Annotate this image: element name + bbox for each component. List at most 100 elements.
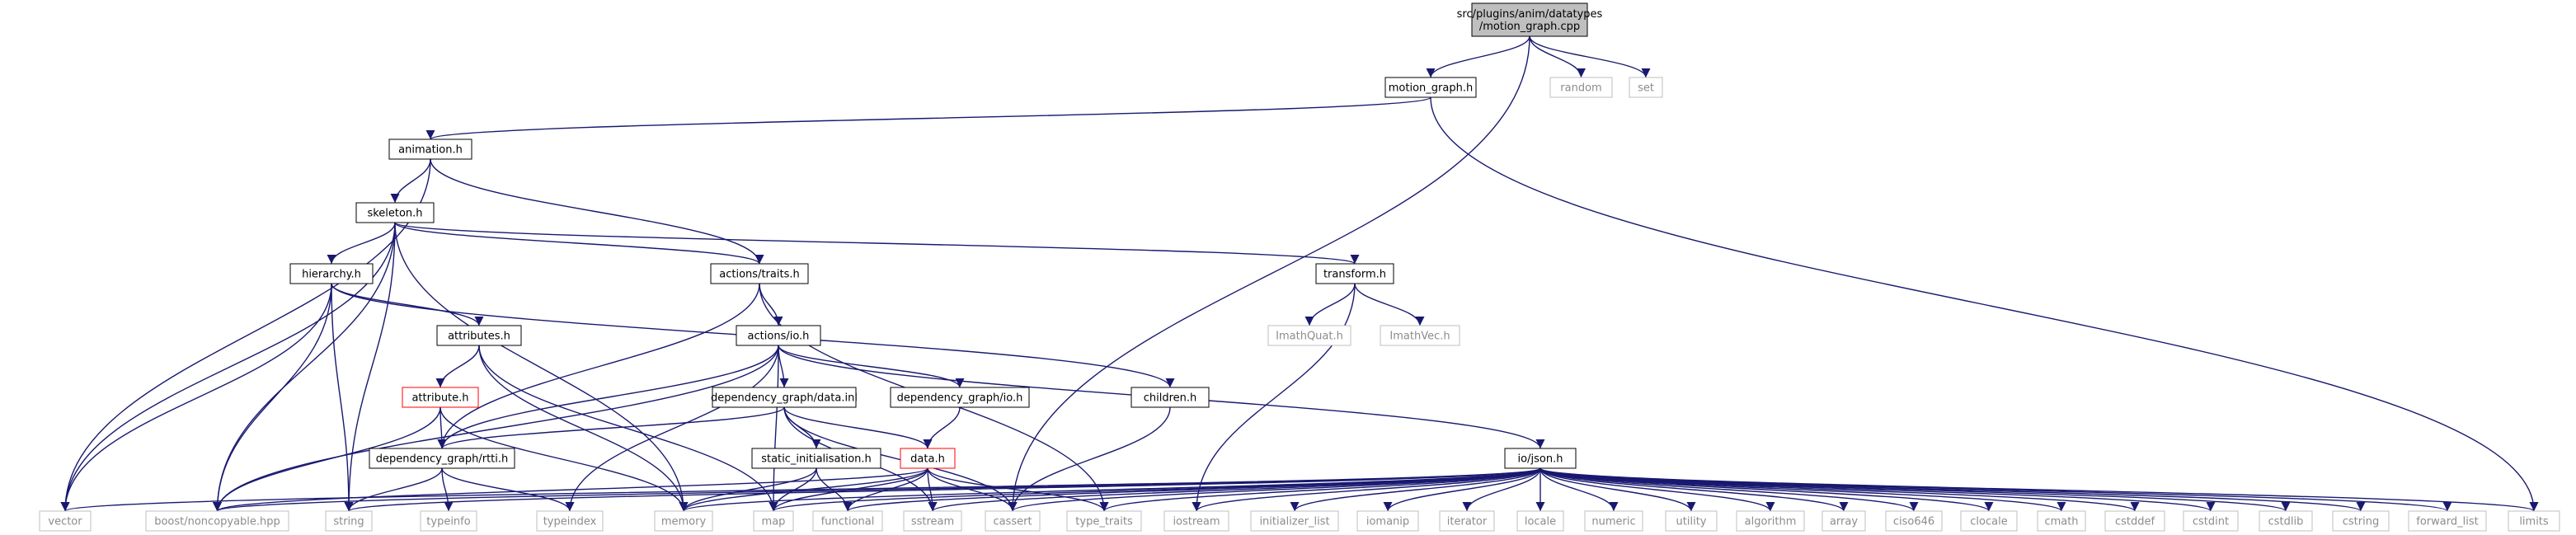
node-hierarchy_h[interactable]: hierarchy.h (289, 263, 374, 284)
node-dg_io_h[interactable]: dependency_graph/io.h (890, 387, 1030, 408)
node-label: cmath (2044, 516, 2078, 528)
node-box (436, 325, 522, 346)
node-box (654, 510, 713, 532)
node-imathquat_h: ImathQuat.h (1267, 325, 1351, 346)
node-label: typeindex (543, 516, 597, 528)
node-label: memory (661, 516, 707, 528)
node-box (2104, 510, 2165, 532)
node-actions_traits_h[interactable]: actions/traits.h (710, 263, 809, 284)
node-label: sstream (911, 516, 954, 528)
edge-io_json_h-to-type_traits (1099, 467, 1541, 512)
node-array: array (1822, 510, 1866, 532)
node-skeleton_h[interactable]: skeleton.h (355, 202, 435, 223)
edge-transform_h-to-iostream (1192, 283, 1356, 512)
node-iterator: iterator (1439, 510, 1495, 532)
node-box (2332, 510, 2390, 532)
node-box (1885, 510, 1943, 532)
node-label: iomanip (1366, 516, 1409, 528)
node-map: map (753, 510, 794, 532)
edge-skeleton_h-to-actions_traits_h (394, 222, 764, 265)
node-label: static_initialisation.h (761, 453, 872, 466)
node-box (1584, 510, 1643, 532)
node-box (900, 448, 956, 469)
edge-actions_io_h-to-dg_io_h (778, 345, 965, 388)
node-label: locale (1525, 516, 1556, 528)
edge-root-to-motion_graph_h (1426, 35, 1530, 78)
node-box (903, 510, 962, 532)
node-forward_list: forward_list (2408, 510, 2487, 532)
node-label: motion_graph.h (1389, 82, 1473, 95)
node-transform_h[interactable]: transform.h (1315, 263, 1394, 284)
node-label: algorithm (1745, 516, 1797, 528)
node-children_h[interactable]: children.h (1131, 387, 1210, 408)
node-box (2259, 510, 2313, 532)
node-label: hierarchy.h (302, 269, 361, 281)
node-label: data.h (910, 453, 945, 466)
node-actions_io_h[interactable]: actions/io.h (736, 325, 821, 346)
node-attributes_h[interactable]: attributes.h (436, 325, 522, 346)
edge-io_json_h-to-numeric (1539, 467, 1619, 512)
node-box (985, 510, 1041, 532)
edge-io_json_h-to-iomanip (1383, 467, 1541, 512)
edge-hierarchy_h-to-string (331, 283, 354, 512)
node-label: type_traits (1075, 516, 1133, 528)
node-box (1629, 77, 1663, 98)
node-label: cstdlib (2268, 516, 2304, 528)
node-io_json_h[interactable]: io/json.h (1504, 448, 1577, 469)
node-label: animation.h (398, 144, 463, 157)
node-box (388, 138, 472, 160)
node-animation_h[interactable]: animation.h (388, 138, 472, 160)
node-box (2508, 510, 2560, 532)
edge-dg_data_inl-to-data_h (783, 406, 933, 449)
node-box (420, 510, 477, 532)
edge-actions_io_h-to-boost_noncopyable (212, 345, 779, 512)
node-box (2037, 510, 2086, 532)
edge-io_json_h-to-iterator (1462, 467, 1541, 512)
node-label: boost/noncopyable.hpp (154, 516, 280, 528)
edge-io_json_h-to-string (345, 467, 1541, 512)
node-string: string (325, 510, 373, 532)
edge-skeleton_h-to-transform_h (394, 222, 1360, 265)
node-box (1066, 510, 1142, 532)
node-dg_data_inl[interactable]: dependency_graph/data.inl (711, 387, 858, 408)
edge-dg_rtti_h-to-typeindex (441, 467, 575, 512)
node-motion_graph_h[interactable]: motion_graph.h (1384, 77, 1477, 98)
node-label: set (1638, 82, 1654, 95)
node-cstdlib: cstdlib (2259, 510, 2313, 532)
node-box (753, 510, 794, 532)
node-attribute_h[interactable]: attribute.h (402, 387, 479, 408)
node-box (812, 510, 883, 532)
node-box (1736, 510, 1805, 532)
node-vector: vector (39, 510, 92, 532)
node-typeindex: typeindex (536, 510, 604, 532)
node-box (289, 263, 374, 284)
dependency-edges (60, 35, 2539, 512)
edge-actions_io_h-to-typeindex (565, 345, 779, 512)
node-boost_noncopyable: boost/noncopyable.hpp (145, 510, 289, 532)
edge-skeleton_h-to-memory (394, 222, 689, 512)
node-box (1516, 510, 1564, 532)
node-root[interactable]: src/plugins/anim/datatypes/motion_graph.… (1457, 2, 1603, 37)
node-data_h[interactable]: data.h (900, 448, 956, 469)
node-dg_rtti_h[interactable]: dependency_graph/rtti.h (369, 448, 515, 469)
node-box (1439, 510, 1495, 532)
node-static_init_h[interactable]: static_initialisation.h (751, 448, 881, 469)
node-box (1960, 510, 2018, 532)
node-box (890, 387, 1030, 408)
node-locale: locale (1516, 510, 1564, 532)
edge-skeleton_h-to-hierarchy_h (327, 222, 396, 265)
edge-dg_data_inl-to-dg_rtti_h (437, 406, 785, 449)
node-box (1163, 510, 1229, 532)
node-iostream: iostream (1163, 510, 1229, 532)
node-box (712, 387, 857, 408)
node-box (2408, 510, 2487, 532)
node-box (1250, 510, 1339, 532)
node-box (1131, 387, 1210, 408)
node-sstream: sstream (903, 510, 962, 532)
node-box (751, 448, 881, 469)
node-label: /motion_graph.cpp (1479, 21, 1580, 33)
edge-motion_graph_h-to-animation_h (425, 96, 1431, 140)
node-label: string (333, 516, 364, 528)
edge-io_json_h-to-array (1539, 467, 1849, 512)
node-label: dependency_graph/data.inl (711, 392, 858, 405)
